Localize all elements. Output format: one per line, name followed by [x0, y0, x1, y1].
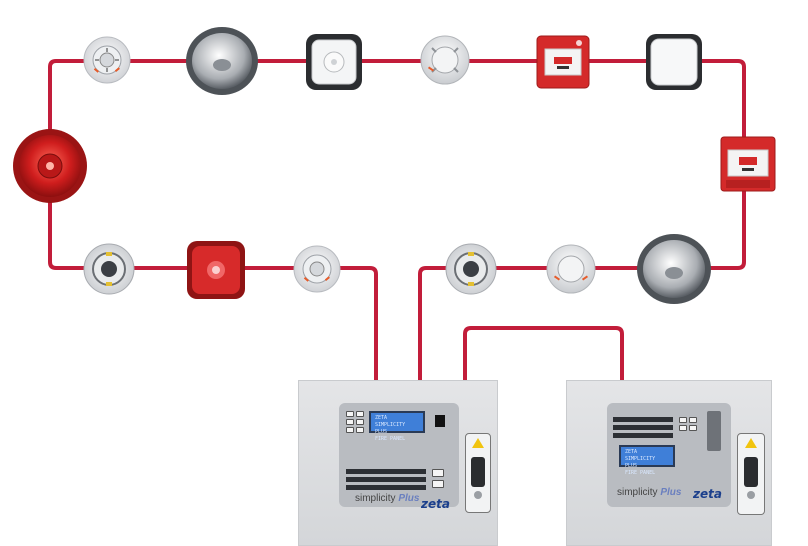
- zone-led-row: [346, 485, 426, 490]
- repeater-lcd-display: ZETA SIMPLICITY PLUS FIRE PANEL: [619, 445, 675, 476]
- keypad-key[interactable]: [356, 427, 364, 433]
- zone-led-row: [613, 433, 673, 438]
- keypad-key[interactable]: [689, 417, 697, 423]
- sounder-beacon-icon: [186, 27, 258, 95]
- panel-lcd-display: ZETA SIMPLICITY PLUS FIRE PANEL: [369, 411, 425, 442]
- red-square-beacon-icon: [187, 241, 245, 299]
- zeta-logo: zeta: [421, 497, 450, 511]
- square-white-device-icon: [646, 34, 702, 90]
- red-sounder-beacon-icon: [13, 129, 87, 203]
- key-switch-icon[interactable]: [435, 415, 445, 427]
- loop-wire-top: [48, 59, 746, 165]
- repeater-panel: ZETA SIMPLICITY PLUS FIRE PANEL simplici…: [566, 380, 772, 546]
- smoke-detector-2-icon: [293, 245, 341, 293]
- status-led-column: [707, 411, 721, 451]
- lcd-line-1: ZETA SIMPLICITY PLUS: [625, 449, 656, 469]
- panel-interconnect-wire: [463, 326, 624, 382]
- keypad-key[interactable]: [679, 417, 687, 423]
- panel-brand: simplicity Plus: [355, 493, 420, 504]
- keypad-key[interactable]: [346, 419, 354, 425]
- warning-icon: [472, 438, 484, 448]
- multi-sensor-detector-2-icon: [546, 244, 596, 294]
- lock-cylinder-icon[interactable]: [747, 491, 755, 499]
- control-button[interactable]: [432, 480, 444, 488]
- zone-led-row: [613, 425, 673, 430]
- lcd-line-2: FIRE PANEL: [375, 436, 406, 442]
- keypad-key[interactable]: [356, 411, 364, 417]
- loop-module-icon: [83, 243, 135, 295]
- lcd-line-2: FIRE PANEL: [625, 470, 656, 476]
- main-control-panel: ZETA SIMPLICITY PLUS FIRE PANEL simplici…: [298, 380, 498, 546]
- manual-call-point-icon: [536, 35, 590, 89]
- keypad-key[interactable]: [689, 425, 697, 431]
- keypad-key[interactable]: [356, 419, 364, 425]
- keypad-key[interactable]: [346, 411, 354, 417]
- repeater-brand: simplicity Plus: [617, 487, 682, 498]
- zone-led-row: [613, 417, 673, 422]
- lock-cylinder-icon[interactable]: [474, 491, 482, 499]
- lcd-line-1: ZETA SIMPLICITY PLUS: [375, 415, 406, 435]
- multi-sensor-detector-icon: [420, 35, 470, 85]
- sounder-beacon-2-icon: [637, 234, 711, 304]
- smoke-detector-icon: [83, 36, 131, 84]
- door-handle[interactable]: [471, 457, 485, 487]
- zeta-logo: zeta: [693, 487, 722, 501]
- zone-led-row: [346, 477, 426, 482]
- square-sounder-icon: [306, 34, 362, 90]
- manual-call-point-red-icon: [720, 136, 776, 192]
- control-button[interactable]: [432, 469, 444, 477]
- keypad-key[interactable]: [346, 427, 354, 433]
- warning-icon: [745, 438, 757, 448]
- keypad-key[interactable]: [679, 425, 687, 431]
- zone-led-row: [346, 469, 426, 474]
- door-handle[interactable]: [744, 457, 758, 487]
- loop-module-2-icon: [445, 243, 497, 295]
